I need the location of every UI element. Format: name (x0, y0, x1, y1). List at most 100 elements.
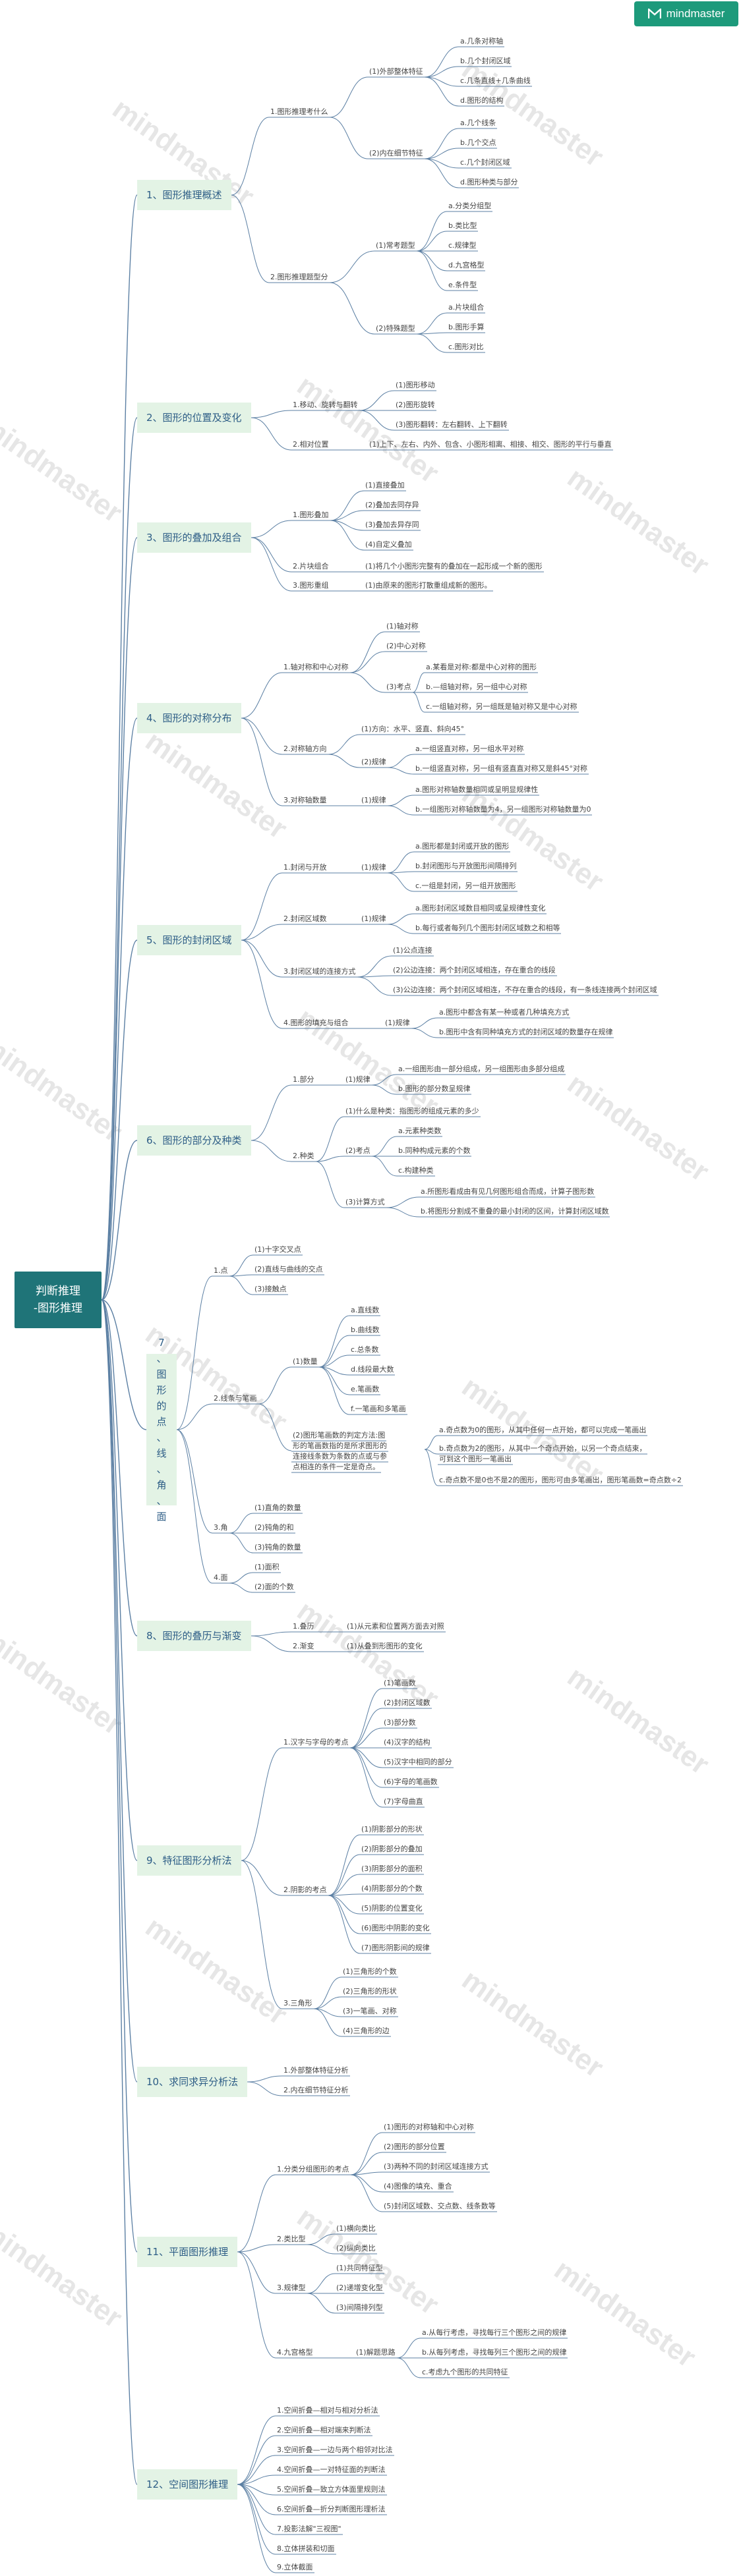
b11-c1-item[interactable]: (5)封闭区域数、交点数、线条数等 (384, 2202, 496, 2210)
b9-c3-item[interactable]: (4)三角形的边 (343, 2027, 390, 2035)
b6-c1[interactable]: 1.部分 (293, 1075, 314, 1084)
branch-6-parts[interactable]: 6、图形的部分及种类 (137, 1125, 251, 1156)
b1-q1b[interactable]: (2)内在细节特征 (369, 149, 423, 157)
branch-2-position[interactable]: 2、图形的位置及变化 (137, 403, 251, 433)
b2-c2-item[interactable]: (1)上下、左右、内外、包含、小图形相离、相接、相交、图形的平行与垂直 (369, 440, 612, 449)
b4-c2-k[interactable]: a.一组竖直对称，另一组水平对称 (415, 744, 524, 753)
b11-c3-item[interactable]: (1)共同特征型 (336, 2264, 383, 2272)
b9-c2-item[interactable]: (3)阴影部分的面积 (361, 1864, 423, 1873)
b7-c2a-item[interactable]: d.线段最大数 (351, 1365, 394, 1374)
b4-c1-item[interactable]: (3)考点 (386, 683, 411, 691)
branch-10-compare[interactable]: 10、求同求异分析法 (137, 2067, 248, 2097)
branch-9-feature-analysis[interactable]: 9、特征图形分析法 (137, 1845, 241, 1876)
b1-q1b-item[interactable]: a.几个线条 (460, 119, 496, 127)
branch-1-overview[interactable]: 1、图形推理概述 (137, 180, 231, 210)
b6-c2-k1[interactable]: b.同种构成元素的个数 (398, 1146, 471, 1155)
b4-c3-k[interactable]: b.一组图形对称轴数量为4，另一组图形对称轴数量为0 (415, 805, 591, 814)
b9-c1[interactable]: 1.汉字与字母的考点 (283, 1738, 349, 1747)
b5-c1-item[interactable]: (1)规律 (361, 863, 386, 872)
b6-c1-k[interactable]: b.图形的部分数呈规律 (398, 1084, 471, 1093)
b5-c2-k[interactable]: a.图形封闭区域数目相同或呈规律性变化 (415, 904, 546, 912)
b11-c2[interactable]: 2.类比型 (277, 2235, 306, 2243)
b1-q2b-item[interactable]: b.图形手算 (448, 323, 485, 331)
b5-c3[interactable]: 3.封闭区域的连接方式 (283, 967, 356, 976)
b12-item[interactable]: 9.立体截面 (277, 2563, 313, 2571)
b2-c1[interactable]: 1.移动、旋转与翻转 (293, 401, 358, 409)
b11-c4-k[interactable]: b.从每列考虑，寻找每列三个图形之间的规律 (422, 2348, 567, 2357)
b7-c2b-k[interactable]: a.奇点数为0的图形，从其中任何一点开始，都可以完成一笔画出 (439, 1426, 647, 1434)
branch-8-gradient[interactable]: 8、图形的叠历与渐变 (137, 1621, 251, 1651)
b3-c2[interactable]: 2.片块组合 (293, 562, 329, 571)
b11-c4-k[interactable]: c.考虑九个图形的共同特征 (422, 2368, 508, 2376)
b5-c4-k[interactable]: a.图形中都含有某一种或者几种填充方式 (439, 1008, 570, 1017)
b5-c1-k[interactable]: b.封闭图形与开放图形间隔排列 (415, 862, 517, 870)
b10-item[interactable]: 2.内在细节特征分析 (283, 2086, 349, 2094)
b5-c2-item[interactable]: (1)规律 (361, 914, 386, 923)
b1-q2a-item[interactable]: a.分类分组型 (448, 202, 492, 210)
b5-c3-item[interactable]: (1)公点连接 (393, 946, 432, 955)
branch-11-plane[interactable]: 11、平面图形推理 (137, 2237, 238, 2267)
b4-c2-k[interactable]: b.一组竖直对称，另一组有竖直直对称又是斜45°对称 (415, 764, 587, 773)
b7-c1-item[interactable]: (3)接触点 (254, 1285, 287, 1293)
b4-c2[interactable]: 2.对称轴方向 (283, 744, 327, 753)
b7-c1-item[interactable]: (1)十字交叉点 (254, 1245, 301, 1254)
b5-c2[interactable]: 2.封闭区域数 (283, 914, 327, 923)
b4-c3-item[interactable]: (1)规律 (361, 796, 386, 804)
b4-c1-k[interactable]: c.一组轴对称，另一组既是轴对称又是中心对称 (426, 702, 578, 711)
b7-c1[interactable]: 1.点 (214, 1266, 228, 1275)
b12-item[interactable]: 5.空间折叠—致立方体面里规则法 (277, 2485, 386, 2494)
b4-c1-item[interactable]: (1)轴对称 (386, 622, 419, 630)
b7-c3-item[interactable]: (3)钝角的数量 (254, 1543, 301, 1552)
b9-c2[interactable]: 2.阴影的考点 (283, 1886, 327, 1894)
b12-item[interactable]: 1.空间折叠—相对与相对分析法 (277, 2406, 378, 2415)
b3-c2-item[interactable]: (1)将几个小图形完整有的叠加在一起形成一个新的图形 (365, 562, 543, 571)
b5-c4-k[interactable]: b.图形中含有同种填充方式的封闭区域的数量存在规律 (439, 1028, 613, 1036)
b6-c2-k2[interactable]: b.将图形分割成不重叠的最小封闭的区间，计算封闭区域数 (421, 1207, 609, 1216)
b11-c3-item[interactable]: (2)递增变化型 (336, 2283, 383, 2292)
b9-c1-item[interactable]: (2)封闭区域数 (384, 1698, 430, 1707)
b4-c1-k[interactable]: b.—组轴对称，另一组中心对称 (426, 683, 527, 691)
b6-c2-item[interactable]: (3)计算方式 (345, 1198, 385, 1206)
b10-item[interactable]: 1.外部整体特征分析 (283, 2066, 349, 2075)
b1-q1[interactable]: 1.图形推理考什么 (270, 107, 328, 116)
b7-c2b-k[interactable]: c.奇点数不是0也不是2的图形，图形可由多笔画出，图形笔画数=奇点数÷2 (439, 1476, 682, 1484)
b7-c2a-item[interactable]: b.曲线数 (351, 1326, 380, 1334)
b9-c2-item[interactable]: (2)阴影部分的叠加 (361, 1845, 423, 1853)
b7-c4[interactable]: 4.面 (214, 1573, 228, 1582)
b5-c4-item[interactable]: (1)规律 (385, 1019, 410, 1027)
b8-c1-item[interactable]: (1)从元素和位置两方面去对照 (347, 1622, 444, 1631)
b1-q2a-item[interactable]: b.类比型 (448, 221, 477, 230)
b7-c3-item[interactable]: (2)钝角的和 (254, 1523, 294, 1532)
b5-c3-item[interactable]: (2)公边连接：两个封闭区域相连，存在重合的线段 (393, 966, 556, 974)
b6-c2-item[interactable]: (1)什么是种类：指图形的组成元素的多少 (345, 1107, 479, 1115)
b11-c4-k[interactable]: a.从每行考虑，寻找每行三个图形之间的规律 (422, 2328, 567, 2337)
b1-q2b[interactable]: (2)特殊题型 (376, 324, 415, 333)
b5-c1[interactable]: 1.封闭与开放 (283, 863, 327, 872)
b1-q1a[interactable]: (1)外部整体特征 (369, 67, 423, 76)
b1-q1a-item[interactable]: d.图形的结构 (460, 96, 504, 105)
b1-q1b-item[interactable]: b.几个交点 (460, 138, 496, 147)
b4-c1[interactable]: 1.轴对称和中心对称 (283, 663, 349, 671)
b9-c2-item[interactable]: (6)图形中阴影的变化 (361, 1924, 430, 1932)
b11-c2-item[interactable]: (2)纵向类比 (336, 2244, 376, 2253)
b12-item[interactable]: 7.投影法解"三视图" (277, 2525, 341, 2533)
b7-c2b-line[interactable]: 连接线条数为条数的点或与参 (293, 1452, 387, 1461)
b3-c1-item[interactable]: (3)叠加去异存同 (365, 520, 419, 529)
b9-c2-item[interactable]: (7)图形阴影间的规律 (361, 1944, 430, 1952)
b7-c2b-line[interactable]: 形的笔画数指的是所求图形的 (293, 1442, 387, 1450)
b2-c1-item[interactable]: (2)图形旋转 (396, 401, 435, 409)
b6-c2-k1[interactable]: a.元素种类数 (398, 1127, 442, 1135)
b7-c2a[interactable]: (1)数量 (293, 1357, 318, 1366)
b9-c1-item[interactable]: (1)笔画数 (384, 1679, 416, 1687)
b5-c4[interactable]: 4.图形的填充与组合 (283, 1019, 349, 1027)
b9-c3[interactable]: 3.三角形 (283, 1999, 312, 2007)
b6-c1-k[interactable]: a.一组图形由一部分组成，另一组图形由多部分组成 (398, 1065, 565, 1073)
mindmaster-badge[interactable]: mindmaster (634, 1, 738, 26)
b9-c1-item[interactable]: (4)汉字的结构 (384, 1738, 430, 1747)
b7-c2a-item[interactable]: f.一笔画和多笔画 (351, 1405, 406, 1413)
b7-c2b-k[interactable]: b.奇点数为2的图形，从其中一个奇点开始，以另一个奇点结束， (439, 1444, 647, 1453)
b12-item[interactable]: 2.空间折叠—相对端来判断法 (277, 2426, 371, 2434)
b1-q2b-item[interactable]: a.片块组合 (448, 303, 485, 312)
b1-q1a-item[interactable]: a.几条对称轴 (460, 37, 504, 45)
b7-c2b-line[interactable]: (2)图形笔画数的判定方法:图 (293, 1431, 386, 1440)
